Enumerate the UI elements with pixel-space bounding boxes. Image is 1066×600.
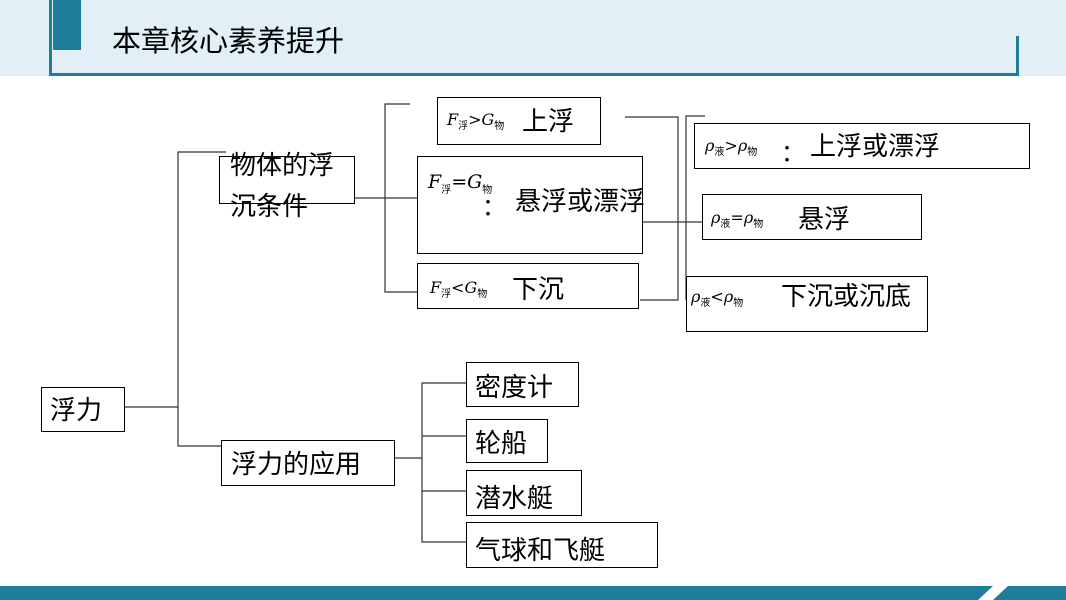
branch1-label-line2: 沉条件 bbox=[230, 192, 309, 222]
cond-suspend-result: 悬浮或漂浮 bbox=[515, 187, 646, 217]
app-item-label: 气球和飞艇 bbox=[475, 536, 606, 566]
cond-float-up-formula: F浮>G物 bbox=[447, 110, 505, 133]
cond-suspend-formula: F浮=G物 bbox=[428, 171, 493, 196]
app-item-hydrometer: 密度计 bbox=[466, 362, 579, 407]
density-suspend-result: 悬浮 bbox=[798, 205, 851, 235]
app-item-label: 轮船 bbox=[475, 429, 528, 459]
header-accent-line bbox=[49, 0, 52, 76]
cond-float-up-box: F浮>G物 上浮 bbox=[437, 97, 601, 145]
root-to-branch1-connector bbox=[125, 151, 226, 408]
density-up-result: 上浮或漂浮 bbox=[810, 132, 941, 162]
root-node: 浮力 bbox=[41, 387, 125, 432]
cond-sink-box: F浮<G物 下沉 bbox=[417, 263, 639, 309]
density-up-box: ρ液>ρ物 ： 上浮或漂浮 bbox=[694, 123, 1030, 169]
cond-sink-formula: F浮<G物 bbox=[430, 278, 488, 301]
conditions-bracket bbox=[384, 103, 418, 293]
root-to-branch2-connector bbox=[177, 407, 222, 447]
header-band bbox=[0, 0, 1066, 76]
cond-sink-result: 下沉 bbox=[512, 275, 565, 305]
page-title: 本章核心素养提升 bbox=[112, 24, 345, 58]
header-underline bbox=[49, 73, 1019, 76]
density-suspend-formula: ρ液=ρ物 bbox=[711, 208, 764, 231]
applications-bracket bbox=[421, 382, 466, 543]
app-item-submarine: 潜水艇 bbox=[466, 470, 582, 516]
header-right-tick bbox=[1016, 36, 1019, 76]
branch2-node: 浮力的应用 bbox=[221, 440, 395, 486]
conditions-right-bracket bbox=[625, 116, 679, 301]
app-item-balloon-airship: 气球和飞艇 bbox=[466, 522, 658, 568]
cond-float-up-result: 上浮 bbox=[522, 107, 575, 137]
branch2-label: 浮力的应用 bbox=[231, 450, 362, 480]
cond-suspend-box: F浮=G物 ： 悬浮或漂浮 bbox=[417, 156, 646, 254]
footer-bar bbox=[0, 586, 1066, 600]
density-up-formula: ρ液>ρ物 bbox=[705, 136, 758, 159]
header-accent-square bbox=[53, 0, 81, 50]
density-sink-box: ρ液<ρ物 下沉或沉底 bbox=[686, 276, 928, 332]
cond-suspend-sep: ： bbox=[482, 193, 506, 221]
density-up-sep: ： bbox=[781, 139, 805, 167]
density-suspend-box: ρ液=ρ物 悬浮 bbox=[702, 194, 922, 240]
branch1-label-line1: 物体的浮 bbox=[230, 151, 335, 181]
density-sink-result: 下沉或沉底 bbox=[781, 282, 912, 312]
app-item-label: 潜水艇 bbox=[475, 484, 554, 514]
root-label: 浮力 bbox=[50, 396, 103, 426]
app-item-ship: 轮船 bbox=[466, 419, 548, 463]
app-item-label: 密度计 bbox=[475, 373, 554, 403]
density-bracket bbox=[685, 115, 705, 300]
density-sink-formula: ρ液<ρ物 bbox=[691, 287, 744, 310]
branch1-node bbox=[219, 156, 355, 204]
